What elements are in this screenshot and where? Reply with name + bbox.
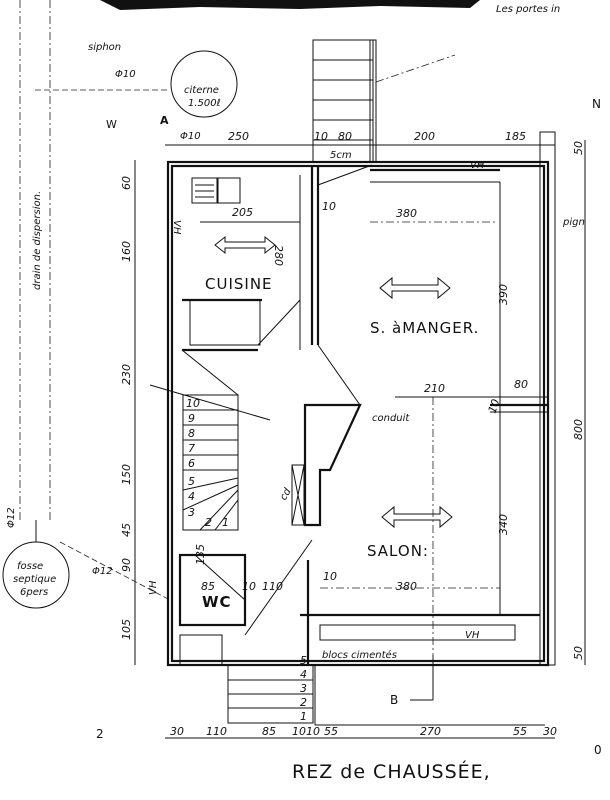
septic-label-2: septique	[13, 574, 56, 585]
dim-inner: 10	[486, 397, 503, 415]
top-note: Les portes in	[496, 4, 560, 15]
west-label: W	[106, 118, 117, 131]
pign-label: pign	[562, 217, 585, 228]
septic-pipe	[59, 541, 171, 601]
dim-dining-width: 380	[396, 207, 417, 220]
dim-bottom: 85	[262, 725, 276, 738]
section-a-label: A	[160, 114, 169, 127]
kitchen-fixtures	[191, 175, 301, 350]
outer-walls	[166, 131, 556, 667]
cistern-volume: 1.500ℓ	[188, 98, 221, 109]
cistern-circle	[170, 50, 238, 118]
interior-staircase	[149, 349, 271, 531]
stair-step-number: 10	[186, 397, 200, 410]
section-b-label: B	[390, 693, 398, 707]
step-number: 3	[300, 682, 307, 695]
dim-top: 80	[338, 130, 352, 143]
step-number: 1	[300, 710, 307, 723]
stair-step-number: 5	[188, 475, 195, 488]
dim-top: 185	[505, 130, 526, 143]
pipe-left-label: Φ12	[6, 507, 17, 528]
dim-bottom: 110	[206, 725, 227, 738]
pipe-septic-label: Φ12	[92, 566, 113, 577]
dim-kitchen-width: 205	[232, 206, 253, 219]
dim-left: 160	[120, 241, 133, 262]
room-label-dining: S. àMANGER.	[370, 319, 479, 337]
stair-step-number: 7	[188, 442, 195, 455]
dim-left: 60	[120, 176, 133, 190]
stair-step-number: 2	[205, 516, 212, 529]
conduit-label: conduit	[372, 413, 410, 424]
septic-label-3: 6pers	[20, 587, 48, 598]
step-number: 4	[300, 668, 307, 681]
cistern-label: citerne	[184, 85, 219, 96]
siphon-label: siphon	[88, 42, 121, 53]
dim-mid-right: 80	[514, 378, 528, 391]
stair-step-number: 1	[222, 516, 229, 529]
room-label-kitchen: CUISINE	[205, 275, 273, 293]
dim-bottom: 30	[543, 725, 557, 738]
vh-label: VH	[465, 630, 480, 641]
dim-bottom: 270	[420, 725, 441, 738]
dim-kitchen-height: 280	[272, 245, 285, 266]
dim-bottom: 55	[324, 725, 338, 738]
5cm-label: 5cm	[330, 150, 352, 161]
scan-edge	[100, 0, 480, 10]
vh-label: VH	[470, 160, 485, 171]
dim-bottom: 30	[170, 725, 184, 738]
dim-left: 230	[120, 364, 133, 385]
dim-left: 105	[120, 619, 133, 640]
blocs-label: blocs cimentés	[322, 649, 397, 661]
room-label-wc: WC	[202, 593, 232, 611]
dim-salon-height: 340	[497, 514, 510, 535]
zero-label: 0	[594, 743, 602, 757]
interior-walls	[182, 164, 548, 665]
dim-inner: 135	[194, 544, 207, 565]
dim-bottom: 10	[292, 725, 306, 738]
dim-inner: 10	[322, 200, 336, 213]
cd-label: cd	[278, 486, 294, 502]
stair-step-number: 3	[188, 506, 195, 519]
dim-inner: 10	[242, 580, 256, 593]
plan-title: REZ de CHAUSSÉE,	[292, 760, 491, 783]
stair-step-number: 8	[188, 427, 195, 440]
dim-hall-width: 110	[262, 580, 283, 593]
dim-wc-width: 85	[201, 580, 215, 593]
dim-inner: 10	[323, 570, 337, 583]
dim-left: 90	[120, 558, 133, 572]
step-number: 5	[300, 654, 307, 667]
dim-bottom: 10	[306, 725, 320, 738]
wc-room	[178, 553, 247, 666]
step-number: 2	[300, 696, 307, 709]
stair-step-number: 6	[188, 457, 195, 470]
dim-top: 10	[314, 130, 328, 143]
dim-top: 200	[414, 130, 435, 143]
room-arrows	[214, 235, 453, 529]
room-label-living: SALON:	[367, 542, 429, 560]
dim-right: 800	[572, 419, 585, 440]
dim-dining-height: 390	[497, 284, 510, 305]
vh-label: VH	[171, 220, 182, 235]
dim-left: 45	[120, 523, 133, 537]
stair-step-number: 4	[188, 490, 195, 503]
septic-label-1: fosse	[17, 561, 43, 572]
stair-step-number: 9	[188, 412, 195, 425]
two-label: 2	[96, 727, 104, 741]
north-label: N	[592, 97, 601, 111]
front-steps	[227, 655, 545, 726]
dim-right: 50	[572, 141, 585, 155]
dim-mid-width: 210	[424, 382, 445, 395]
dim-bottom: 55	[513, 725, 527, 738]
dim-left: 150	[120, 464, 133, 485]
dim-top: 250	[228, 130, 249, 143]
drain-label: drain de dispersion.	[32, 191, 43, 290]
pipe-label: Φ10	[115, 69, 136, 80]
dim-right: 50	[572, 646, 585, 660]
rear-stair	[312, 39, 456, 163]
dimension-lines	[134, 140, 586, 739]
vh-label: VH	[148, 580, 159, 595]
dim-salon-width: 380	[396, 580, 417, 593]
pipe-a-label: Φ10	[180, 131, 201, 142]
